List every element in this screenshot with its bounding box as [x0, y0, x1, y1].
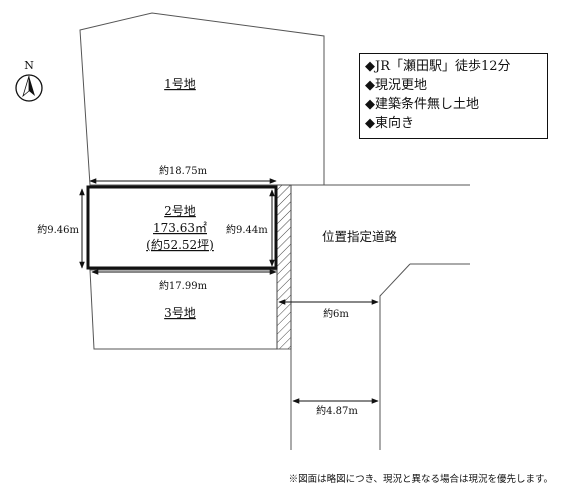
lot-2-area-sqm: 173.63㎡: [153, 221, 207, 235]
dim-lot2-top: 約18.75m: [159, 164, 208, 177]
lot-1-boundary: [79, 12, 325, 186]
dim-lot2-right: 約9.44m: [226, 223, 268, 236]
lot-2-area-tsubo: (約52.52坪): [146, 237, 214, 252]
lot-2-boundary: [86, 185, 278, 270]
dimension-lines: [79, 178, 379, 404]
setback-hatch: [276, 184, 292, 350]
footnote: ※図面は略図につき、現況と異なる場合は現況を優先します。: [289, 473, 553, 485]
info-line-condition: ◆現況更地: [365, 78, 427, 93]
dim-road-width: 約6m: [323, 307, 349, 320]
compass-label: N: [24, 59, 34, 72]
lot-3-label: 3号地: [164, 306, 196, 320]
dim-road-width-lower: 約4.87m: [316, 404, 358, 417]
info-line-build-terms: ◆建築条件無し土地: [365, 97, 479, 112]
north-compass-icon: N: [15, 59, 43, 102]
dim-lot2-bottom: 約17.99m: [159, 279, 208, 292]
dim-lot2-left: 約9.46m: [37, 223, 79, 236]
lot-2-label: 2号地: [164, 204, 196, 218]
road-label: 位置指定道路: [322, 229, 398, 244]
lot-1-label: 1号地: [164, 77, 196, 91]
info-box: ◆JR「瀬田駅」徒歩12分 ◆現況更地 ◆建築条件無し土地 ◆東向き: [359, 53, 548, 139]
info-line-station: ◆JR「瀬田駅」徒歩12分: [365, 59, 511, 74]
info-line-orientation: ◆東向き: [365, 116, 414, 131]
